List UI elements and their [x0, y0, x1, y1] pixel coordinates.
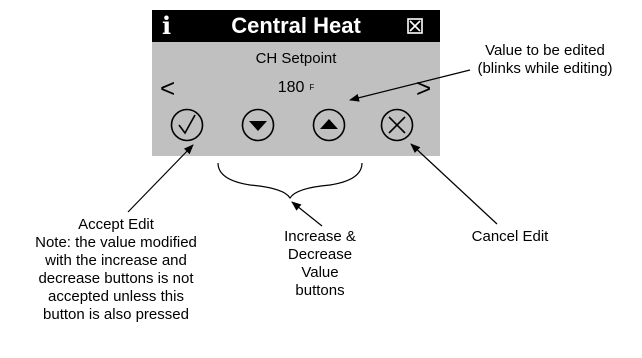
increase-decrease-note: Increase & Decrease Value buttons [284, 228, 356, 299]
info-icon[interactable]: i [162, 11, 172, 40]
increase-up-triangle-icon[interactable] [312, 108, 346, 142]
accept-check-icon[interactable] [170, 108, 204, 142]
value-to-edit-note: Value to be edited (blinks while editing… [477, 42, 613, 77]
screen-title: Central Heat [231, 13, 361, 38]
close-icon[interactable] [407, 18, 423, 34]
accept-edit-note: Accept Edit Note: the value modified wit… [35, 216, 197, 323]
setpoint-value-row: 180 F [152, 78, 440, 98]
previous-arrow[interactable]: < [160, 73, 176, 103]
setpoint-unit: F [309, 83, 315, 92]
decrease-down-triangle-icon[interactable] [241, 108, 275, 142]
incdec-brace [217, 162, 363, 200]
cancel-x-icon[interactable] [380, 108, 414, 142]
incdec-callout-arrow [291, 201, 323, 227]
accept-callout-arrow [127, 144, 194, 213]
value-callout-arrow [349, 69, 471, 102]
setpoint-label: CH Setpoint [255, 50, 337, 67]
cancel-edit-note: Cancel Edit [471, 228, 549, 245]
cancel-callout-arrow [410, 143, 498, 225]
title-bar: i Central Heat [152, 10, 440, 42]
setpoint-value: 180 [277, 79, 305, 96]
